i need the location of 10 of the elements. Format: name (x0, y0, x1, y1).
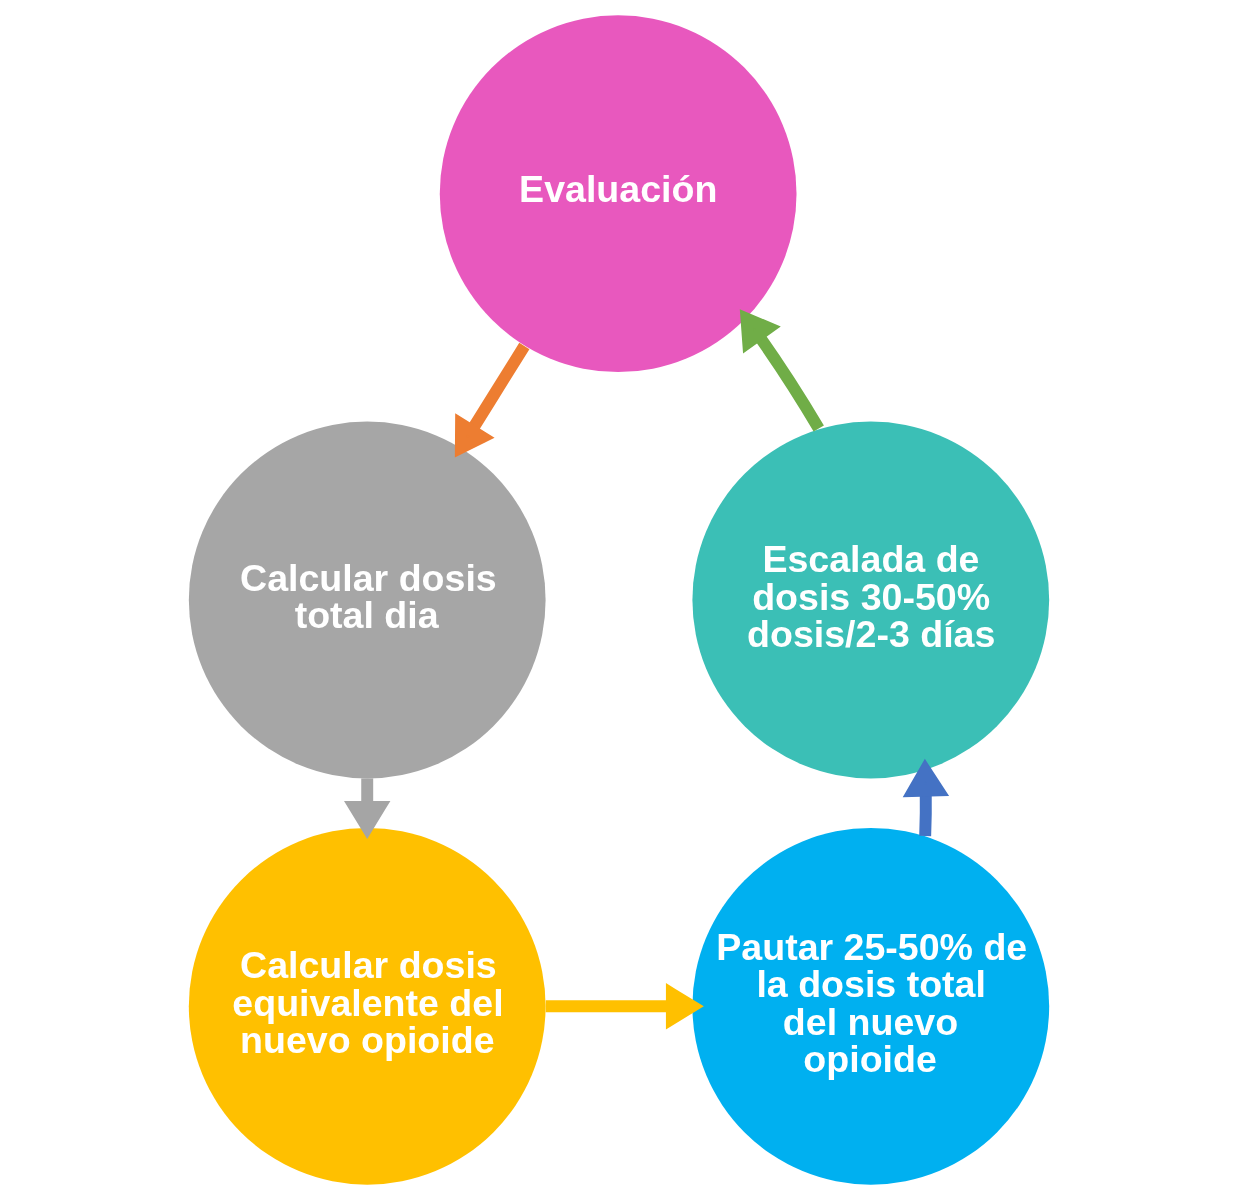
arrow (343, 778, 390, 839)
node-circle: Evaluación (439, 15, 797, 373)
node-circle: Pautar 25-50% de la dosis total del nuevo opioide (691, 827, 1049, 1185)
arrow (902, 758, 949, 837)
node-circle: Escalada de dosis 30-50% dosis/2-3 días (691, 421, 1049, 779)
node-circle: Calcular dosis equivalente del nuevo opioide (188, 827, 546, 1185)
arrow (545, 983, 704, 1030)
node-circle: Calcular dosis total dia (188, 421, 546, 779)
arrow (454, 342, 529, 458)
arrow (739, 309, 824, 432)
